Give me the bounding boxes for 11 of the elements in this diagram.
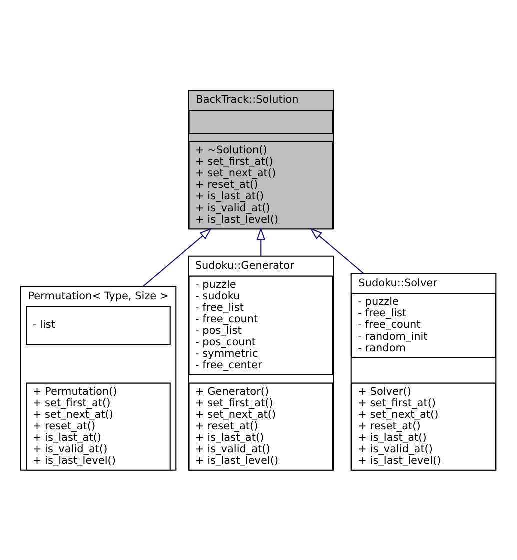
node-box: - puzzle - free_list - free_count - random_init - random bbox=[351, 292, 496, 358]
node-box bbox=[188, 110, 334, 134]
node-box: + Permutation() + set_first_at() + set_next_at() + reset_at() + is_last_at() + is_valid_at() + is_last_level() bbox=[26, 382, 171, 470]
arrow bbox=[256, 227, 266, 256]
node-box: - puzzle - sudoku - free_list - free_count - pos_list - pos_count - symmetric - free_center bbox=[188, 275, 334, 375]
node-box: + ~Solution() + set_first_at() + set_next_at() + reset_at() + is_last_at() + is_valid_at() + is_last_level() bbox=[188, 140, 334, 230]
node-box: + Generator() + set_first_at() + set_next_at() + reset_at() + is_last_at() + is_valid_at() + is_last_level() bbox=[188, 382, 334, 470]
node-box: + Solver() + set_first_at() + set_next_at() + reset_at() + is_last_at() + is_valid_at() + is_last_level() bbox=[351, 382, 496, 470]
arrow bbox=[310, 228, 364, 274]
arrow bbox=[142, 228, 212, 287]
node-box: - list bbox=[26, 306, 171, 345]
